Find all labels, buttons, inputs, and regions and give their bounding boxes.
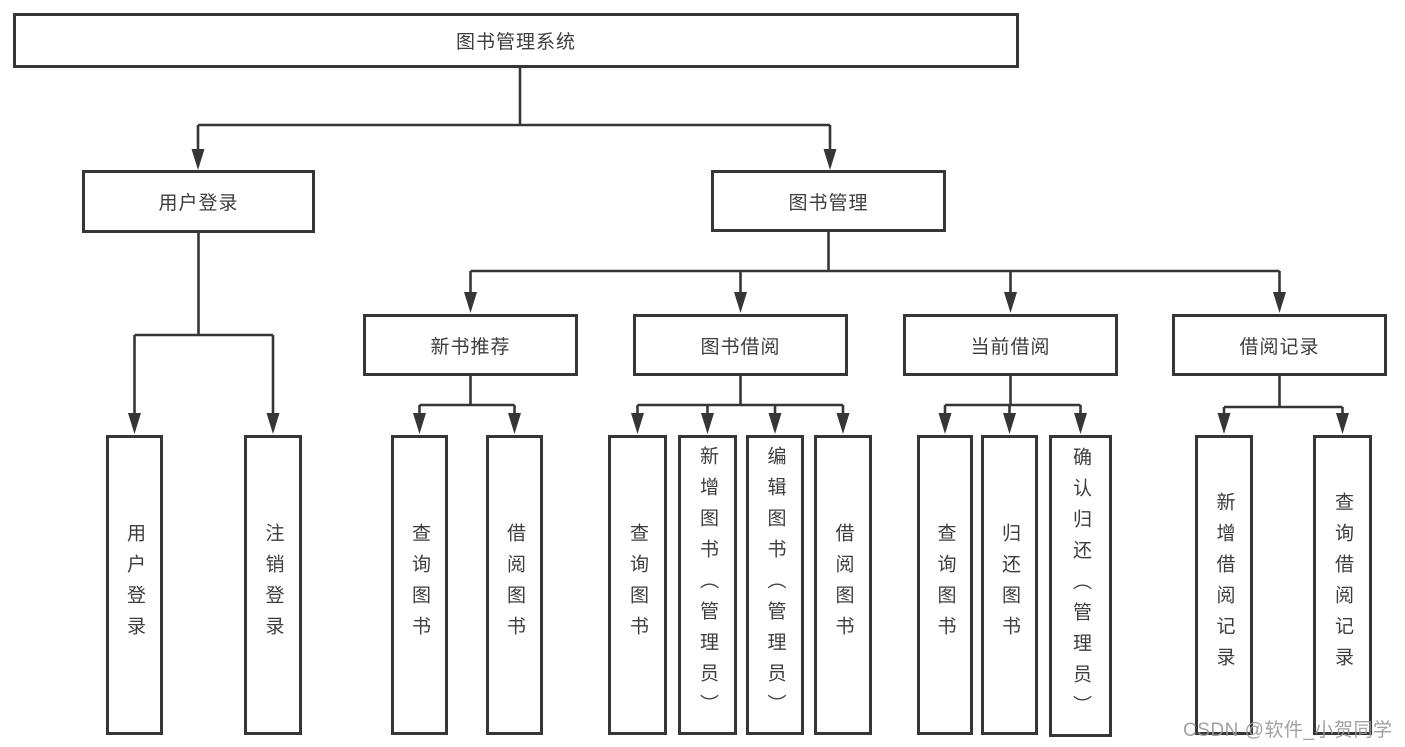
leaf-label: 查询图书 [934,523,956,647]
connector-borrow-records [1222,376,1344,416]
connector-book-borrow [636,376,845,416]
connector-new-book-recommend [418,376,516,416]
leaf-label: 借阅图书 [832,523,854,647]
arrowhead [836,413,850,434]
leaf-add-borrow-record: 新增借阅记录 [1195,435,1253,735]
leaf-label: 查询图书 [627,523,648,647]
arrowhead [734,292,747,313]
arrowhead [1074,413,1087,434]
leaf-edit-books-admin: 编辑图书（管理员） [746,435,804,735]
node-current-borrow: 当前借阅 [903,314,1118,376]
arrowhead [266,413,280,434]
arrowhead [701,413,714,434]
leaf-add-books-admin: 新增图书（管理员） [678,435,737,735]
leaf-return-books: 归还图书 [981,435,1038,735]
leaf-label: 归还图书 [999,523,1020,647]
arrowhead [631,413,644,434]
leaf-label: 新增图书（管理员） [697,445,718,725]
node-book-borrow: 图书借阅 [633,314,848,376]
arrowhead [938,413,952,434]
node-user-login: 用户登录 [82,170,315,233]
leaf-borrow-books-recommend: 借阅图书 [486,435,543,735]
leaf-borrow-books: 借阅图书 [814,435,872,735]
leaf-label: 编辑图书（管理员） [764,445,786,725]
leaf-label: 确认归还（管理员） [1070,446,1091,726]
leaf-label: 用户登录 [124,523,145,647]
arrowhead [128,413,141,434]
leaf-query-books-borrow: 查询图书 [608,435,667,735]
arrowhead [191,149,205,170]
connector-user-login [133,233,275,416]
leaf-label: 查询借阅记录 [1332,492,1353,678]
arrowhead [1004,292,1017,313]
leaf-label: 注销登录 [262,523,284,647]
leaf-label: 查询图书 [409,523,430,647]
leaf-query-books-recommend: 查询图书 [391,435,448,735]
leaf-logout: 注销登录 [244,435,302,735]
arrowhead [1003,413,1016,434]
leaf-query-books-current: 查询图书 [917,435,973,735]
node-new-book-recommend: 新书推荐 [363,314,578,376]
connector-book-management [469,232,1281,295]
leaf-label: 借阅图书 [504,523,525,647]
connector-current-borrow [943,376,1082,416]
leaf-query-borrow-record: 查询借阅记录 [1313,435,1372,735]
arrowhead [768,413,782,434]
node-root: 图书管理系统 [13,13,1019,68]
node-book-management: 图书管理 [711,170,946,232]
arrowhead [1273,292,1286,313]
arrowhead [1336,413,1349,434]
connector-root [196,67,832,152]
arrowhead [823,149,837,170]
arrowhead [508,413,521,434]
leaf-label: 新增借阅记录 [1213,492,1235,678]
leaf-confirm-return-admin: 确认归还（管理员） [1049,435,1112,737]
arrowhead [464,292,477,313]
node-borrow-records: 借阅记录 [1172,314,1387,376]
csdn-watermark: CSDN @软件_小贺同学 [1183,720,1393,741]
leaf-user-login: 用户登录 [106,435,163,735]
arrowhead [413,413,426,434]
arrowhead [1217,413,1231,434]
